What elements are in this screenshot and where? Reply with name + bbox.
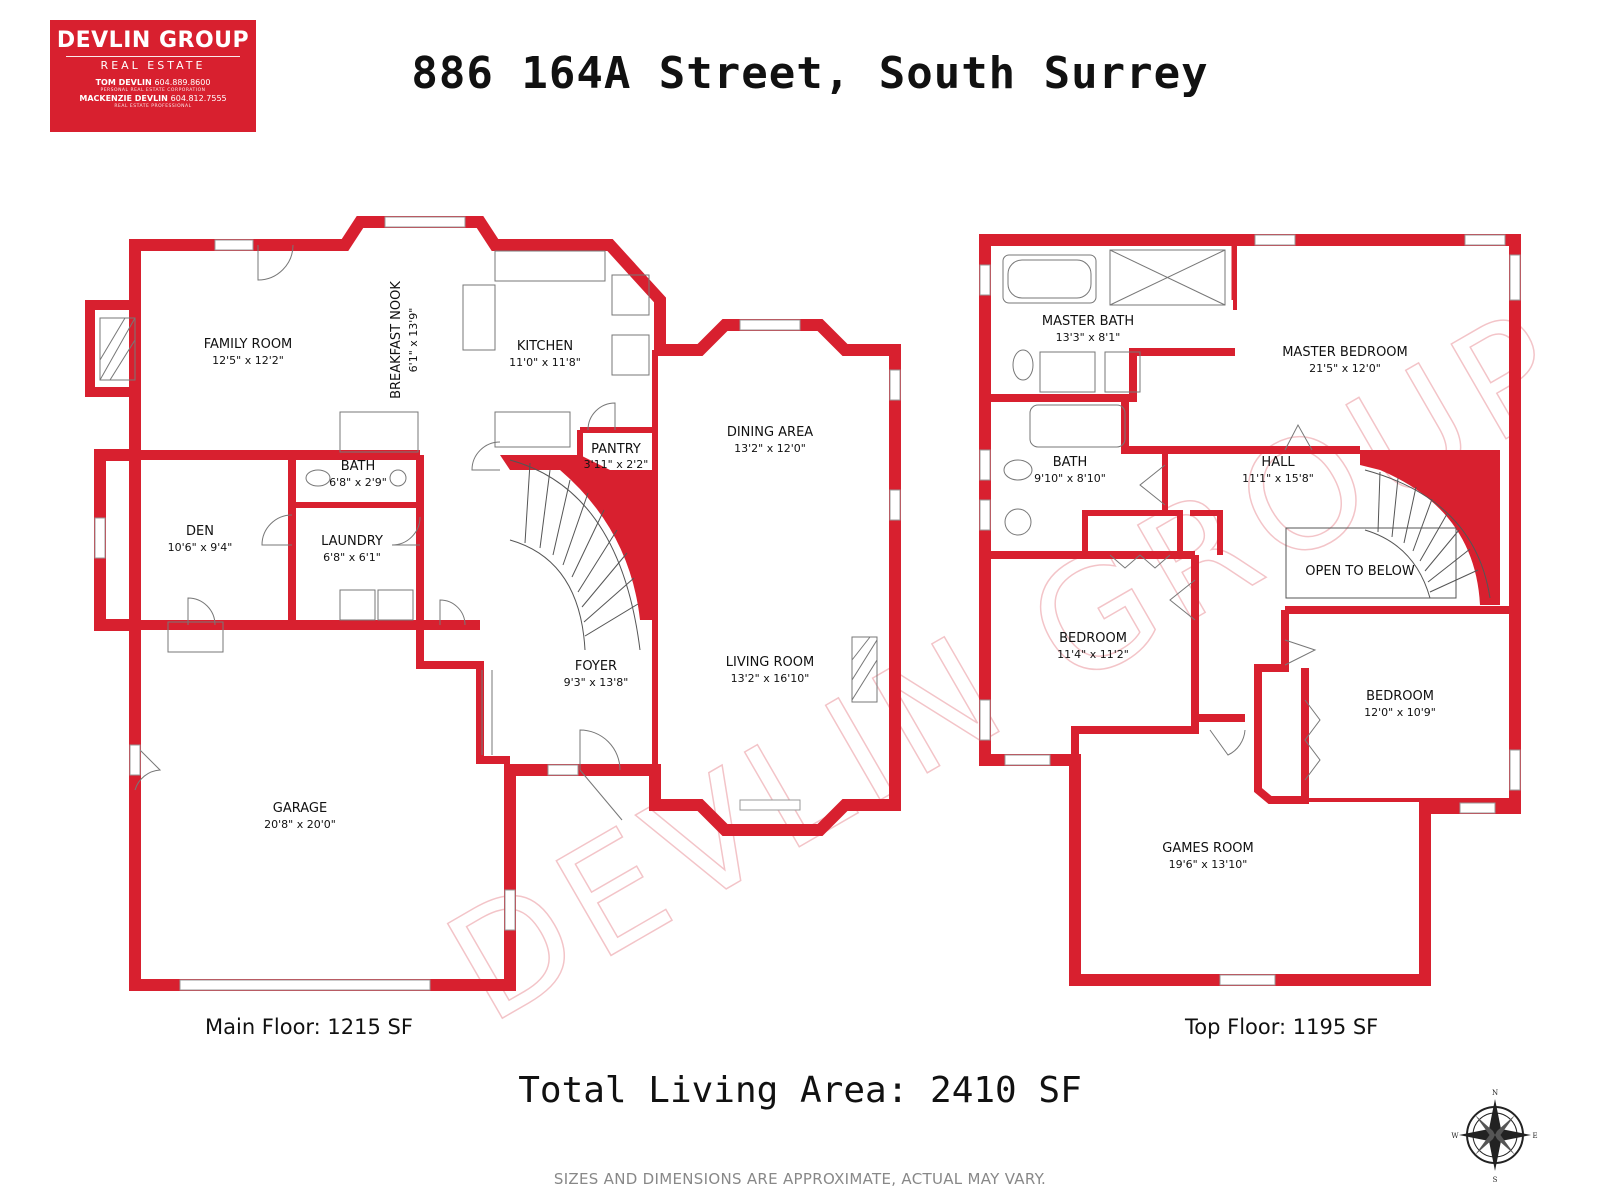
main-floor-staircase (509, 459, 641, 651)
room-games-room-dims: 19'6" x 13'10" (1169, 858, 1248, 871)
logo-agent-1: TOM DEVLIN 604.889.8600 (50, 78, 256, 88)
agent-1-phone: 604.889.8600 (154, 78, 211, 87)
room-living-room-dims: 13'2" x 16'10" (731, 672, 810, 685)
room-family-room-name: FAMILY ROOM (204, 337, 293, 352)
room-main-bath-name: BATH (341, 459, 376, 474)
agent-2-name: MACKENZIE DEVLIN (79, 94, 168, 103)
room-master-bedroom-dims: 21'5" x 12'0" (1309, 362, 1381, 375)
main-floor-fixtures (99, 244, 878, 821)
room-main-bath-dims: 6'8" x 2'9" (329, 476, 387, 489)
room-garage-name: GARAGE (273, 801, 327, 816)
room-bedroom-2-name: BEDROOM (1366, 689, 1434, 704)
main-floor-windows (94, 216, 901, 991)
room-dining-area-dims: 13'2" x 12'0" (734, 442, 806, 455)
room-pantry-name: PANTRY (591, 442, 641, 457)
room-master-bedroom-name: MASTER BEDROOM (1282, 345, 1408, 360)
top-floor-windows (979, 234, 1521, 986)
agent-2-role: REAL ESTATE PROFESSIONAL (114, 104, 192, 109)
compass-e: E (1532, 1132, 1537, 1140)
top-floor-room-labels: MASTER BATH 13'3" x 8'1" MASTER BEDROOM … (1034, 314, 1436, 871)
room-breakfast-nook-name: BREAKFAST NOOK (389, 281, 404, 399)
agent-1-name: TOM DEVLIN (95, 78, 152, 87)
room-master-bath-name: MASTER BATH (1042, 314, 1134, 329)
compass-w: W (1451, 1132, 1459, 1140)
room-family-room-dims: 12'5" x 12'2" (212, 354, 284, 367)
room-top-bath-dims: 9'10" x 8'10" (1034, 472, 1106, 485)
room-den-dims: 10'6" x 9'4" (168, 541, 233, 554)
room-hall-name: HALL (1261, 455, 1295, 470)
top-stair-wall (1360, 450, 1500, 605)
top-floor-area-label: Top Floor: 1195 SF (1185, 1015, 1379, 1039)
compass-s: S (1493, 1176, 1498, 1184)
room-den-name: DEN (186, 524, 214, 539)
main-floor-room-labels: FAMILY ROOM 12'5" x 12'2" BREAKFAST NOOK… (168, 281, 815, 831)
room-hall-dims: 11'1" x 15'8" (1242, 472, 1314, 485)
room-open-to-below-name: OPEN TO BELOW (1305, 564, 1415, 579)
room-master-bath-dims: 13'3" x 8'1" (1056, 331, 1121, 344)
room-bedroom-1-dims: 11'4" x 11'2" (1057, 648, 1129, 661)
top-floor-staircase (1285, 469, 1491, 599)
logo-name: DEVLIN GROUP (56, 28, 250, 53)
room-foyer-name: FOYER (575, 659, 617, 674)
room-foyer-dims: 9'3" x 13'8" (564, 676, 629, 689)
room-laundry-dims: 6'8" x 6'1" (323, 551, 381, 564)
logo-subtitle: REAL ESTATE (100, 59, 206, 72)
room-living-room-name: LIVING ROOM (726, 655, 814, 670)
logo-agent-2: MACKENZIE DEVLIN 604.812.7555 (50, 94, 256, 104)
room-dining-area-name: DINING AREA (727, 425, 813, 440)
main-floor-plan (85, 216, 901, 991)
devlin-group-logo: DEVLIN GROUP REAL ESTATE TOM DEVLIN 604.… (50, 20, 256, 132)
agent-2-phone: 604.812.7555 (170, 94, 227, 103)
room-kitchen-dims: 11'0" x 11'8" (509, 356, 581, 369)
room-top-bath-name: BATH (1053, 455, 1088, 470)
room-pantry-dims: 3'11" x 2'2" (584, 458, 649, 471)
room-games-room-name: GAMES ROOM (1162, 841, 1254, 856)
logo-rule (66, 56, 240, 57)
room-kitchen-name: KITCHEN (517, 339, 573, 354)
top-floor-fixtures (1002, 249, 1321, 781)
disclaimer-text: SIZES AND DIMENSIONS ARE APPROXIMATE, AC… (553, 1170, 1047, 1188)
property-address-title: 886 164A Street, South Surrey (411, 48, 1209, 99)
agent-1-role: PERSONAL REAL ESTATE CORPORATION (100, 88, 206, 93)
total-living-area: Total Living Area: 2410 SF (518, 1070, 1082, 1111)
compass-n: N (1492, 1089, 1498, 1097)
main-stair-wall (500, 455, 655, 620)
room-bedroom-2-dims: 12'0" x 10'9" (1364, 706, 1436, 719)
room-bedroom-1-name: BEDROOM (1059, 631, 1127, 646)
main-floor-area-label: Main Floor: 1215 SF (205, 1015, 413, 1039)
room-laundry-name: LAUNDRY (321, 534, 383, 549)
room-breakfast-nook-dims: 6'1" x 13'9" (407, 308, 420, 373)
compass-rose-icon: N S E W (1451, 1089, 1537, 1184)
room-garage-dims: 20'8" x 20'0" (264, 818, 336, 831)
